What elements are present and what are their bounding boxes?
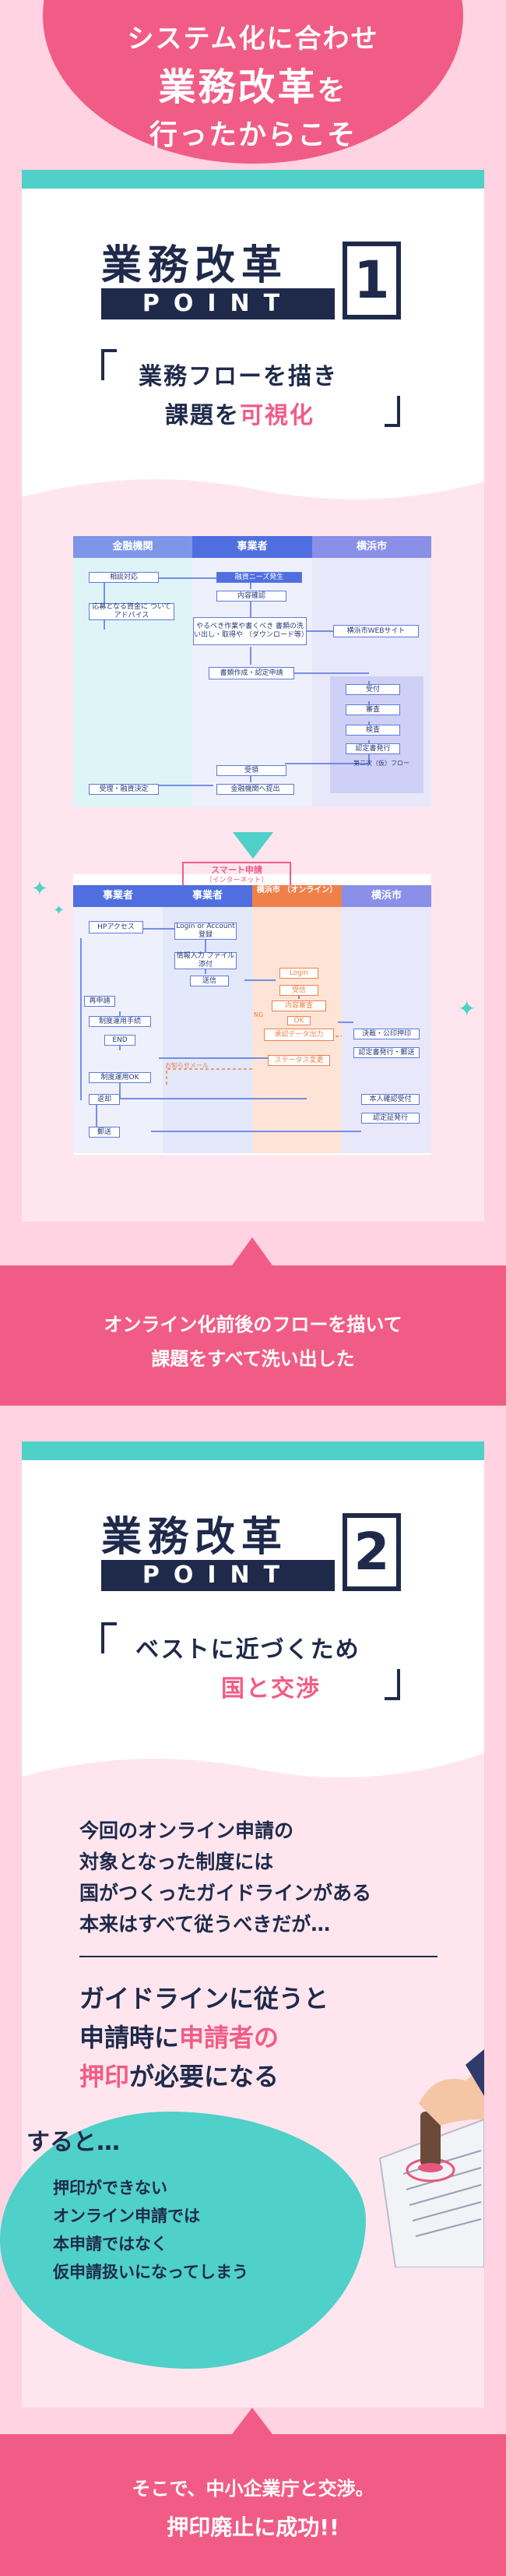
- bracket-left: [101, 1622, 117, 1653]
- before-box: 受付: [346, 684, 400, 695]
- teal-bar: [22, 1442, 484, 1460]
- header: システム化に合わせ 業務改革を 行ったからこそ: [0, 0, 506, 164]
- point2-banner: そこで、中小企業庁と交渉。 押印廃止に成功!!: [0, 2434, 506, 2576]
- point-label: POINT: [101, 1560, 335, 1591]
- before-box: 横浜市WEBサイト: [333, 625, 419, 637]
- blob-line: 仮申請扱いになってしまう: [53, 2263, 248, 2281]
- after-box: 本人確認受付: [361, 1094, 420, 1105]
- after-box: 送信: [190, 976, 229, 986]
- then-label: すると…: [26, 2129, 120, 2156]
- point-number: 2: [343, 1513, 401, 1591]
- before-subflow-label: 第二次（仮）フロー: [353, 760, 409, 767]
- body-line: 今回のオンライン申請の: [79, 1819, 294, 1842]
- quote-line2: 課題を可視化: [165, 402, 314, 429]
- after-box: 再申請: [84, 996, 115, 1007]
- bracket-right: [385, 1669, 400, 1700]
- after-box: 承認データ出力: [264, 1029, 334, 1041]
- before-box: 受理・融資決定: [89, 784, 159, 795]
- blob-line: 押印ができない: [53, 2179, 167, 2197]
- quote-line1: 業務フローを描き: [139, 363, 338, 390]
- after-box: 郵送: [89, 1127, 120, 1138]
- blob-line: 本申請ではなく: [53, 2235, 167, 2253]
- after-box: 情報入力 ファイル添付: [174, 952, 237, 969]
- before-box: 受領: [216, 765, 286, 776]
- before-box: 応募となる資金に ついてアドバイス: [89, 603, 174, 620]
- after-diagram: スマート申請 （インターネット） 事業者 事業者 横浜市 （オンライン） 横浜市…: [73, 862, 431, 1155]
- after-col-0: 事業者: [73, 885, 163, 907]
- sparkle-icon: ✦: [458, 996, 476, 1022]
- banner-arrow-icon: [232, 2408, 272, 2434]
- header-line3: 行ったからこそ: [149, 119, 357, 151]
- banner-line1: オンライン化前後のフローを描いて: [104, 1314, 402, 1336]
- body-line: 国がつくったガイドラインがある: [79, 1882, 372, 1904]
- banner-arrow-icon: [232, 1237, 272, 1265]
- emph-line2: 申請時に申請者の: [79, 2023, 279, 2052]
- point-label: POINT: [101, 288, 335, 319]
- after-col-2: 横浜市 （オンライン）: [252, 885, 342, 907]
- before-col-2: 横浜市: [312, 536, 431, 558]
- after-col-3: 横浜市: [342, 885, 431, 907]
- quote-line2: 国と交渉: [221, 1675, 321, 1703]
- point1-banner: オンライン化前後のフローを描いて 課題をすべて洗い出した: [0, 1265, 506, 1406]
- emph-line1: ガイドラインに従うと: [79, 1984, 329, 2013]
- after-box: OK: [287, 1016, 311, 1025]
- sparkle-icon: ✦: [53, 902, 65, 919]
- smart-sub: （インターネット）: [205, 877, 269, 884]
- after-box: 認定書発行・郵送: [353, 1047, 420, 1058]
- after-col-1: 事業者: [163, 885, 252, 907]
- after-label-ng: NG: [254, 1011, 264, 1018]
- quote-line1: ベストに近づくため: [135, 1636, 360, 1664]
- bracket-right: [385, 396, 400, 427]
- after-box: Login or Account登録: [174, 923, 237, 940]
- emph-line3: 押印が必要になる: [79, 2062, 279, 2091]
- after-label-mail: お知らせメール: [165, 1062, 209, 1069]
- before-box: 内容確認: [216, 591, 286, 602]
- header-line2: 業務改革を: [158, 65, 348, 109]
- bracket-left: [101, 349, 117, 380]
- point2-card: 業務改革 POINT 2 ベストに近づくため 国と交渉 今回のオンライン申請の …: [0, 1442, 484, 2408]
- after-box: 内容審査: [272, 1000, 326, 1011]
- teal-bar: [22, 170, 484, 189]
- sparkle-icon: ✦: [31, 877, 48, 901]
- smart-label: スマート申請: [211, 865, 262, 875]
- before-box: 相談対応: [89, 572, 159, 583]
- header-line1: システム化に合わせ: [127, 23, 379, 55]
- banner-line2: 押印廃止に成功!!: [167, 2514, 339, 2540]
- before-box: 検査: [346, 725, 400, 736]
- down-arrow-icon: [233, 832, 273, 859]
- before-box: 書類作成・認定申請: [209, 667, 294, 679]
- after-box: END: [104, 1035, 135, 1046]
- after-box: 決裁・公印押印: [353, 1029, 420, 1039]
- before-box: 融資ニーズ発生: [216, 572, 302, 583]
- after-box: Login: [279, 968, 318, 979]
- after-box: ステータス変更: [268, 1055, 330, 1066]
- before-box: 認定書発行: [346, 743, 400, 754]
- point-title: 業務改革: [101, 1514, 289, 1561]
- before-diagram: 金融機関 事業者 横浜市 相談対応 応募となる資金に ついてアドバイス 融資ニー…: [73, 536, 431, 807]
- before-col-1: 事業者: [192, 536, 312, 558]
- banner-line1: そこで、中小企業庁と交渉。: [132, 2478, 374, 2500]
- banner-line2: 課題をすべて洗い出した: [151, 1348, 355, 1370]
- after-box: 認定証発行: [361, 1113, 420, 1124]
- body-line: 本来はすべて従うべきだが…: [79, 1913, 331, 1936]
- point1-card: 業務改革 POINT 1 業務フローを描き 課題を可視化 金融機関 事業者 横浜…: [22, 170, 484, 1222]
- after-box: HPアクセス: [89, 921, 143, 933]
- after-box: 受信: [279, 985, 318, 996]
- after-box: 制度運用OK: [89, 1072, 151, 1083]
- body-line: 対象となった制度には: [79, 1851, 274, 1873]
- before-box: 審査: [346, 704, 400, 715]
- stamp-illustration: [378, 2049, 484, 2267]
- before-box: 金融機関へ提出: [216, 784, 294, 795]
- teal-blob: [0, 2112, 366, 2369]
- after-box: 返却: [89, 1094, 120, 1105]
- blob-line: オンライン申請では: [53, 2207, 200, 2225]
- before-col-0: 金融機関: [73, 536, 192, 558]
- divider: [79, 1956, 437, 1957]
- after-box: 制度運用手続: [89, 1016, 151, 1027]
- point-title: 業務改革: [101, 242, 289, 289]
- before-box: やるべき作業や書くべき 書類の洗い出し・取得や （ダウンロード等）: [193, 617, 308, 645]
- point-number: 1: [343, 242, 401, 319]
